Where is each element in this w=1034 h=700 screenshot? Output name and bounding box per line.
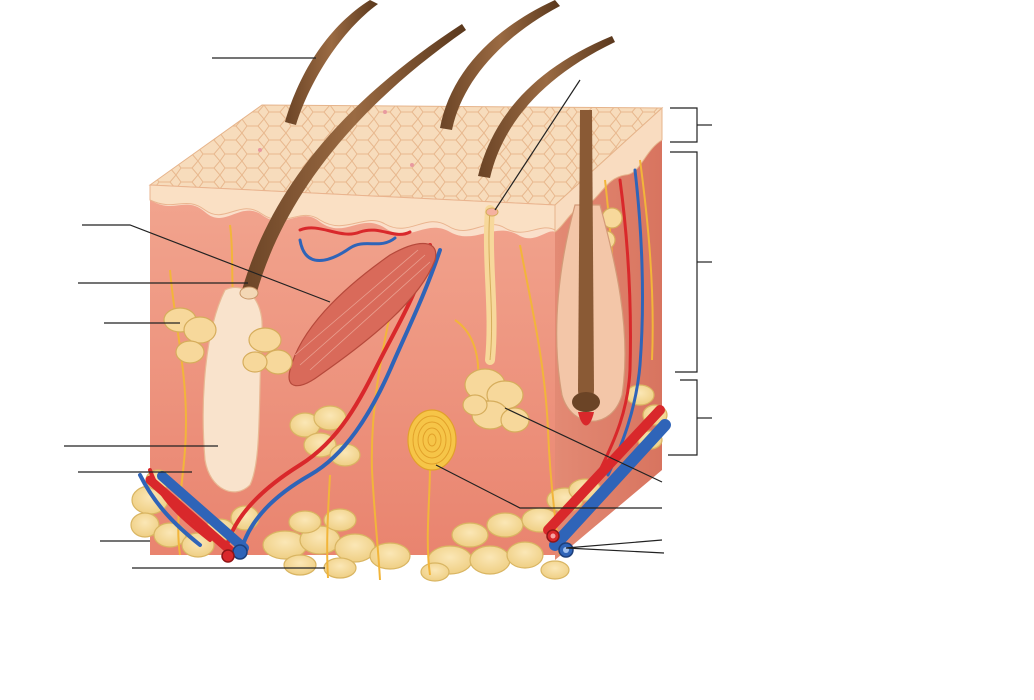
layer-brackets bbox=[668, 107, 712, 456]
blood-vessels bbox=[138, 168, 671, 557]
leader-lines bbox=[64, 57, 665, 569]
sebaceous-gland-icon bbox=[163, 207, 623, 375]
sweat-gland-icon bbox=[462, 205, 530, 433]
arrector-pili-muscle-icon bbox=[288, 242, 437, 387]
hair-shaft-icon bbox=[239, 0, 615, 300]
epidermis-front bbox=[149, 184, 556, 233]
vessel-openings bbox=[221, 529, 574, 563]
pacinian-corpuscle-icon bbox=[407, 409, 457, 471]
hair-follicle-left bbox=[202, 286, 263, 493]
hair-follicle-right bbox=[556, 110, 626, 426]
